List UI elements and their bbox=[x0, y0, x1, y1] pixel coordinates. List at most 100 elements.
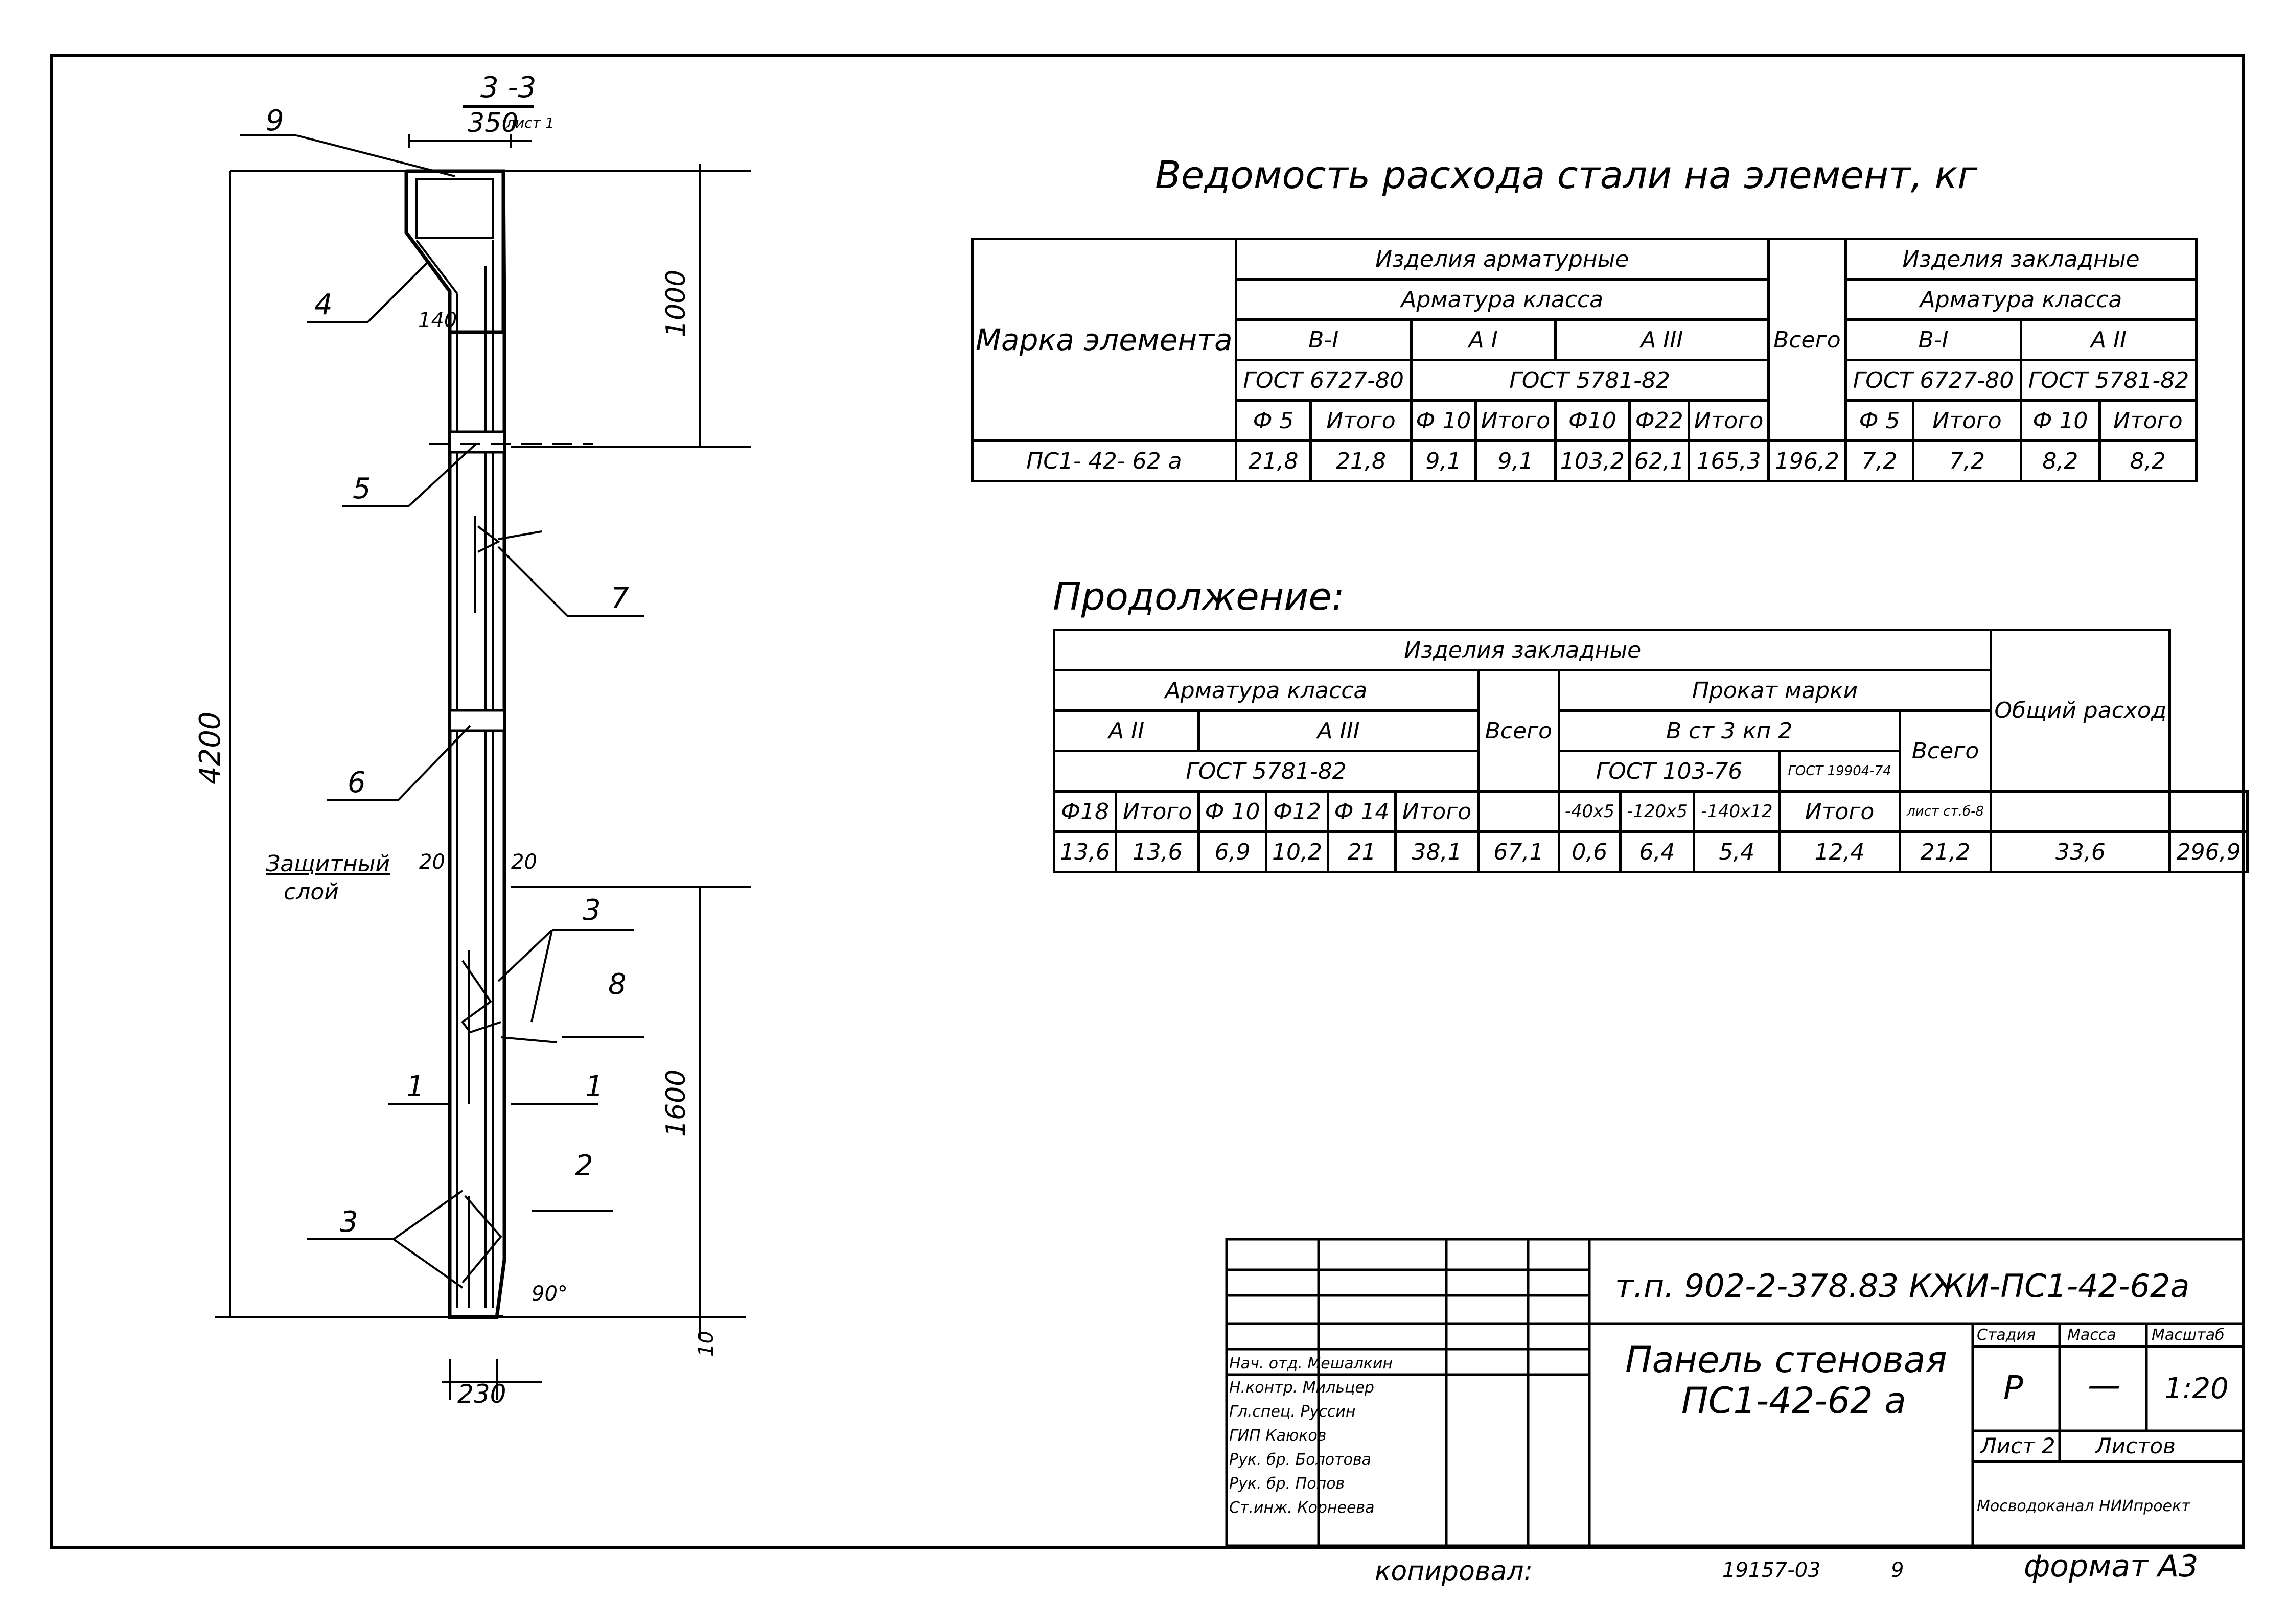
t2-cell: 21,2 bbox=[1898, 830, 1993, 873]
callout-8: 8 bbox=[608, 968, 627, 1001]
t1-gost-a: ГОСТ 5781-82 bbox=[1410, 359, 1770, 402]
callout-1a: 1 bbox=[406, 1070, 425, 1103]
t2-gost-a: ГОСТ 5781-82 bbox=[1053, 750, 1480, 793]
dim-angle: 90° bbox=[532, 1282, 568, 1306]
t2-cls-a2: А II bbox=[1052, 709, 1200, 752]
t1-cls-a3: А III bbox=[1554, 318, 1770, 361]
embedded-plates bbox=[448, 430, 506, 732]
callout-2: 2 bbox=[575, 1149, 593, 1182]
sig-row: Гл.спец. Руссин bbox=[1229, 1403, 1356, 1421]
t2-cell: 5,4 bbox=[1692, 830, 1781, 873]
mass-header: Масса bbox=[2067, 1326, 2116, 1344]
t1-gost-a2: ГОСТ 5781-82 bbox=[2019, 359, 2198, 402]
t2-total: Всего bbox=[1477, 669, 1560, 793]
t2-col: Ф 14 bbox=[1327, 790, 1397, 833]
page-nine: 9 bbox=[1891, 1559, 1904, 1582]
archive-number: 19157-03 bbox=[1722, 1559, 1821, 1582]
callout-4: 4 bbox=[314, 288, 333, 321]
t1-cls-b1: В-I bbox=[1234, 318, 1413, 361]
panel-name: Панель стеновая bbox=[1625, 1339, 1947, 1381]
callout-5: 5 bbox=[353, 472, 371, 505]
t2-group-embed: Изделия закладные bbox=[1052, 629, 1993, 671]
t1-cell: 7,2 bbox=[1911, 439, 2022, 482]
t2-col: -140х12 bbox=[1692, 790, 1781, 833]
table2-title: Продолжение: bbox=[1053, 575, 1345, 619]
t2-total2: Всего bbox=[1898, 709, 1993, 793]
t1-cell: 8,2 bbox=[2019, 439, 2101, 482]
callout-7: 7 bbox=[611, 582, 629, 615]
t2-col: Ф 10 bbox=[1197, 790, 1267, 833]
t2-col: Итого bbox=[1778, 790, 1901, 833]
t1-cell: 9,1 bbox=[1410, 439, 1477, 482]
stage-value: Р bbox=[2003, 1370, 2023, 1407]
t2-col: -40х5 bbox=[1557, 790, 1622, 833]
signatures: Нач. отд. Мешалкин Н.контр. Мильцер Гл.с… bbox=[1229, 1352, 1393, 1520]
sheet-number: Лист 2 bbox=[1980, 1433, 2055, 1458]
scale-value: 1:20 bbox=[2164, 1372, 2229, 1405]
t2-cell: 67,1 bbox=[1477, 830, 1560, 873]
t2-cell: 33,6 bbox=[1990, 830, 2172, 873]
t2-cell: 6,9 bbox=[1197, 830, 1267, 873]
t2-col: Ф12 bbox=[1264, 790, 1330, 833]
scale-header: Масштаб bbox=[2152, 1326, 2225, 1344]
sheet-format: формат А3 bbox=[2024, 1548, 2199, 1584]
t1-group-embed: Изделия закладные bbox=[1844, 238, 2198, 281]
t2-cell: 21 bbox=[1327, 830, 1397, 873]
steel-table-2: Изделия закладные Общий расход Арматура … bbox=[1052, 629, 2249, 873]
sig-row: ГИП Каюков bbox=[1229, 1427, 1327, 1445]
t2-col: Итого bbox=[1394, 790, 1480, 833]
callout-1b: 1 bbox=[585, 1070, 604, 1103]
t2-cls-a3: А III bbox=[1197, 709, 1480, 752]
dim-cover-left: 20 bbox=[419, 850, 445, 874]
t1-col: Ф 10 bbox=[1410, 399, 1477, 442]
t1-cls-a2: А II bbox=[2019, 318, 2198, 361]
t1-cell: 165,3 bbox=[1688, 439, 1770, 482]
dim-top-height: 1000 bbox=[661, 270, 691, 337]
t1-col: Итого bbox=[1911, 399, 2022, 442]
leader-lines bbox=[240, 134, 644, 1289]
t1-cell: 103,2 bbox=[1554, 439, 1631, 482]
t1-gost-b1: ГОСТ 6727-80 bbox=[1234, 359, 1413, 402]
t2-sheet-small: лист ст.б-8 bbox=[1898, 790, 1993, 833]
t2-col: Итого bbox=[1115, 790, 1200, 833]
t2-cell: 12,4 bbox=[1778, 830, 1901, 873]
t2-cell: 13,6 bbox=[1052, 830, 1118, 873]
table1-title: Ведомость расхода стали на элемент, кг bbox=[1155, 153, 1978, 197]
t2-steel-grade: В ст 3 кп 2 bbox=[1557, 709, 1901, 752]
section-label: 3 -3 bbox=[480, 71, 536, 104]
t1-col: Ф 5 bbox=[1234, 399, 1312, 442]
t1-col: Итого bbox=[1309, 399, 1413, 442]
t1-cell: 21,8 bbox=[1234, 439, 1312, 482]
t1-cell: 196,2 bbox=[1767, 439, 1847, 482]
sig-row: Нач. отд. Мешалкин bbox=[1229, 1355, 1393, 1373]
t1-col: Итого bbox=[1688, 399, 1770, 442]
callout-6: 6 bbox=[348, 766, 366, 799]
t2-rolled: Прокат марки bbox=[1557, 669, 1993, 712]
sig-row: Н.контр. Мильцер bbox=[1229, 1379, 1374, 1397]
t1-group-reinf: Изделия арматурные bbox=[1234, 238, 1770, 281]
t1-col: Итого bbox=[1474, 399, 1557, 442]
t1-gost-b1b: ГОСТ 6727-80 bbox=[1844, 359, 2022, 402]
t1-class-embed: Арматура класса bbox=[1844, 278, 2198, 321]
t1-row-mark: ПС1- 42- 62 а bbox=[971, 439, 1237, 482]
sig-row: Ст.инж. Корнеева bbox=[1229, 1499, 1375, 1517]
section-scale: 350 bbox=[468, 108, 518, 138]
t1-cls-b1b: В-I bbox=[1844, 318, 2022, 361]
dim-base-width: 230 bbox=[457, 1379, 506, 1409]
cover-label-2: слой bbox=[284, 879, 339, 905]
organization: Мосводоканал НИИпроект bbox=[1977, 1497, 2190, 1515]
t1-mark-header: Марка элемента bbox=[971, 238, 1237, 442]
t1-class-reinf: Арматура класса bbox=[1234, 278, 1770, 321]
callout-3a: 3 bbox=[583, 894, 601, 927]
t2-cell: 296,9 bbox=[2168, 830, 2249, 873]
dimension-lines bbox=[215, 164, 751, 1400]
t1-col: Ф 10 bbox=[2019, 399, 2101, 442]
cover-label: Защитный bbox=[266, 851, 390, 877]
t1-cell: 9,1 bbox=[1474, 439, 1557, 482]
dim-bottom-gap: 10 bbox=[695, 1331, 718, 1357]
t2-cell: 10,2 bbox=[1264, 830, 1330, 873]
t2-cell: 13,6 bbox=[1115, 830, 1200, 873]
